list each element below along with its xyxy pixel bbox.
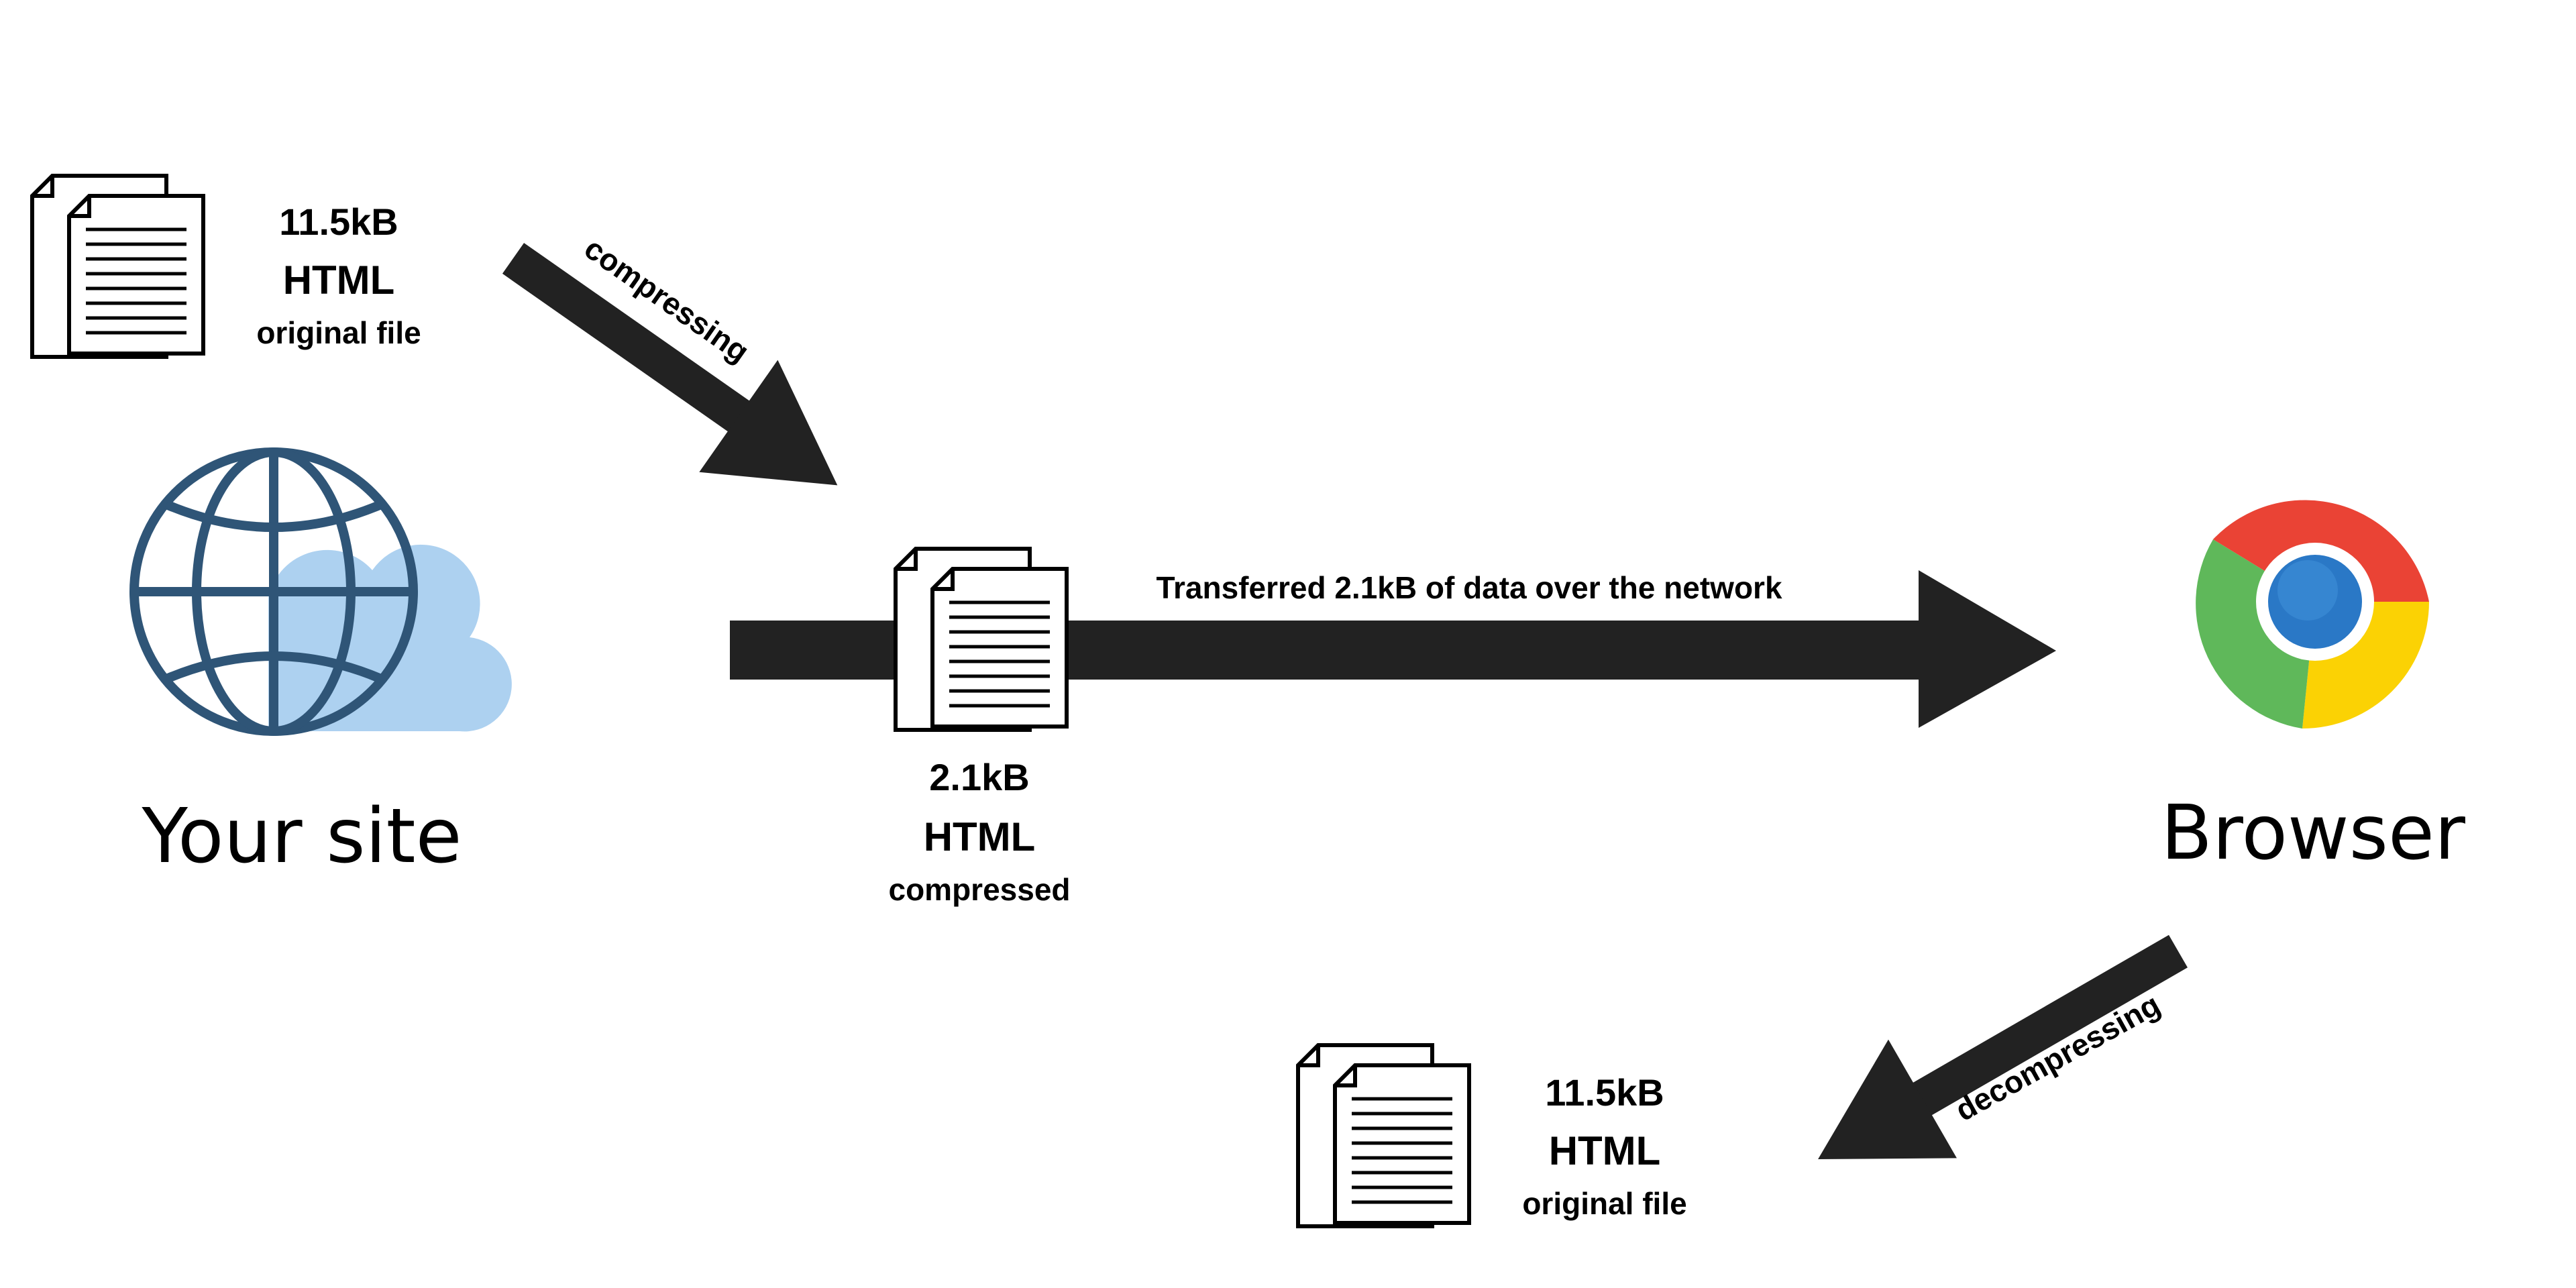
output-file-size: 11.5kB bbox=[1545, 1071, 1664, 1114]
compressed-file-icon bbox=[896, 549, 1067, 730]
cloud-icon bbox=[268, 544, 512, 732]
compressed-file-size: 2.1kB bbox=[929, 756, 1029, 798]
output-file-icon bbox=[1298, 1045, 1469, 1226]
compressed-file-description: compressed bbox=[888, 872, 1070, 907]
output-file-type: HTML bbox=[1549, 1128, 1661, 1173]
source-file-description: original file bbox=[256, 315, 421, 350]
compress-arrow bbox=[502, 243, 838, 486]
globe-icon bbox=[129, 447, 418, 736]
source-file-size: 11.5kB bbox=[279, 201, 398, 243]
output-file-description: original file bbox=[1522, 1186, 1686, 1221]
browser-label: Browser bbox=[2161, 790, 2466, 877]
compressed-file-type: HTML bbox=[924, 814, 1036, 859]
source-file-icon bbox=[32, 176, 203, 357]
chrome-browser-icon bbox=[2196, 500, 2429, 729]
decompress-arrow bbox=[1818, 934, 2188, 1159]
source-file-type: HTML bbox=[283, 258, 395, 303]
transfer-arrow-label: Transferred 2.1kB of data over the netwo… bbox=[1156, 570, 1782, 605]
site-label: Your site bbox=[142, 793, 462, 880]
